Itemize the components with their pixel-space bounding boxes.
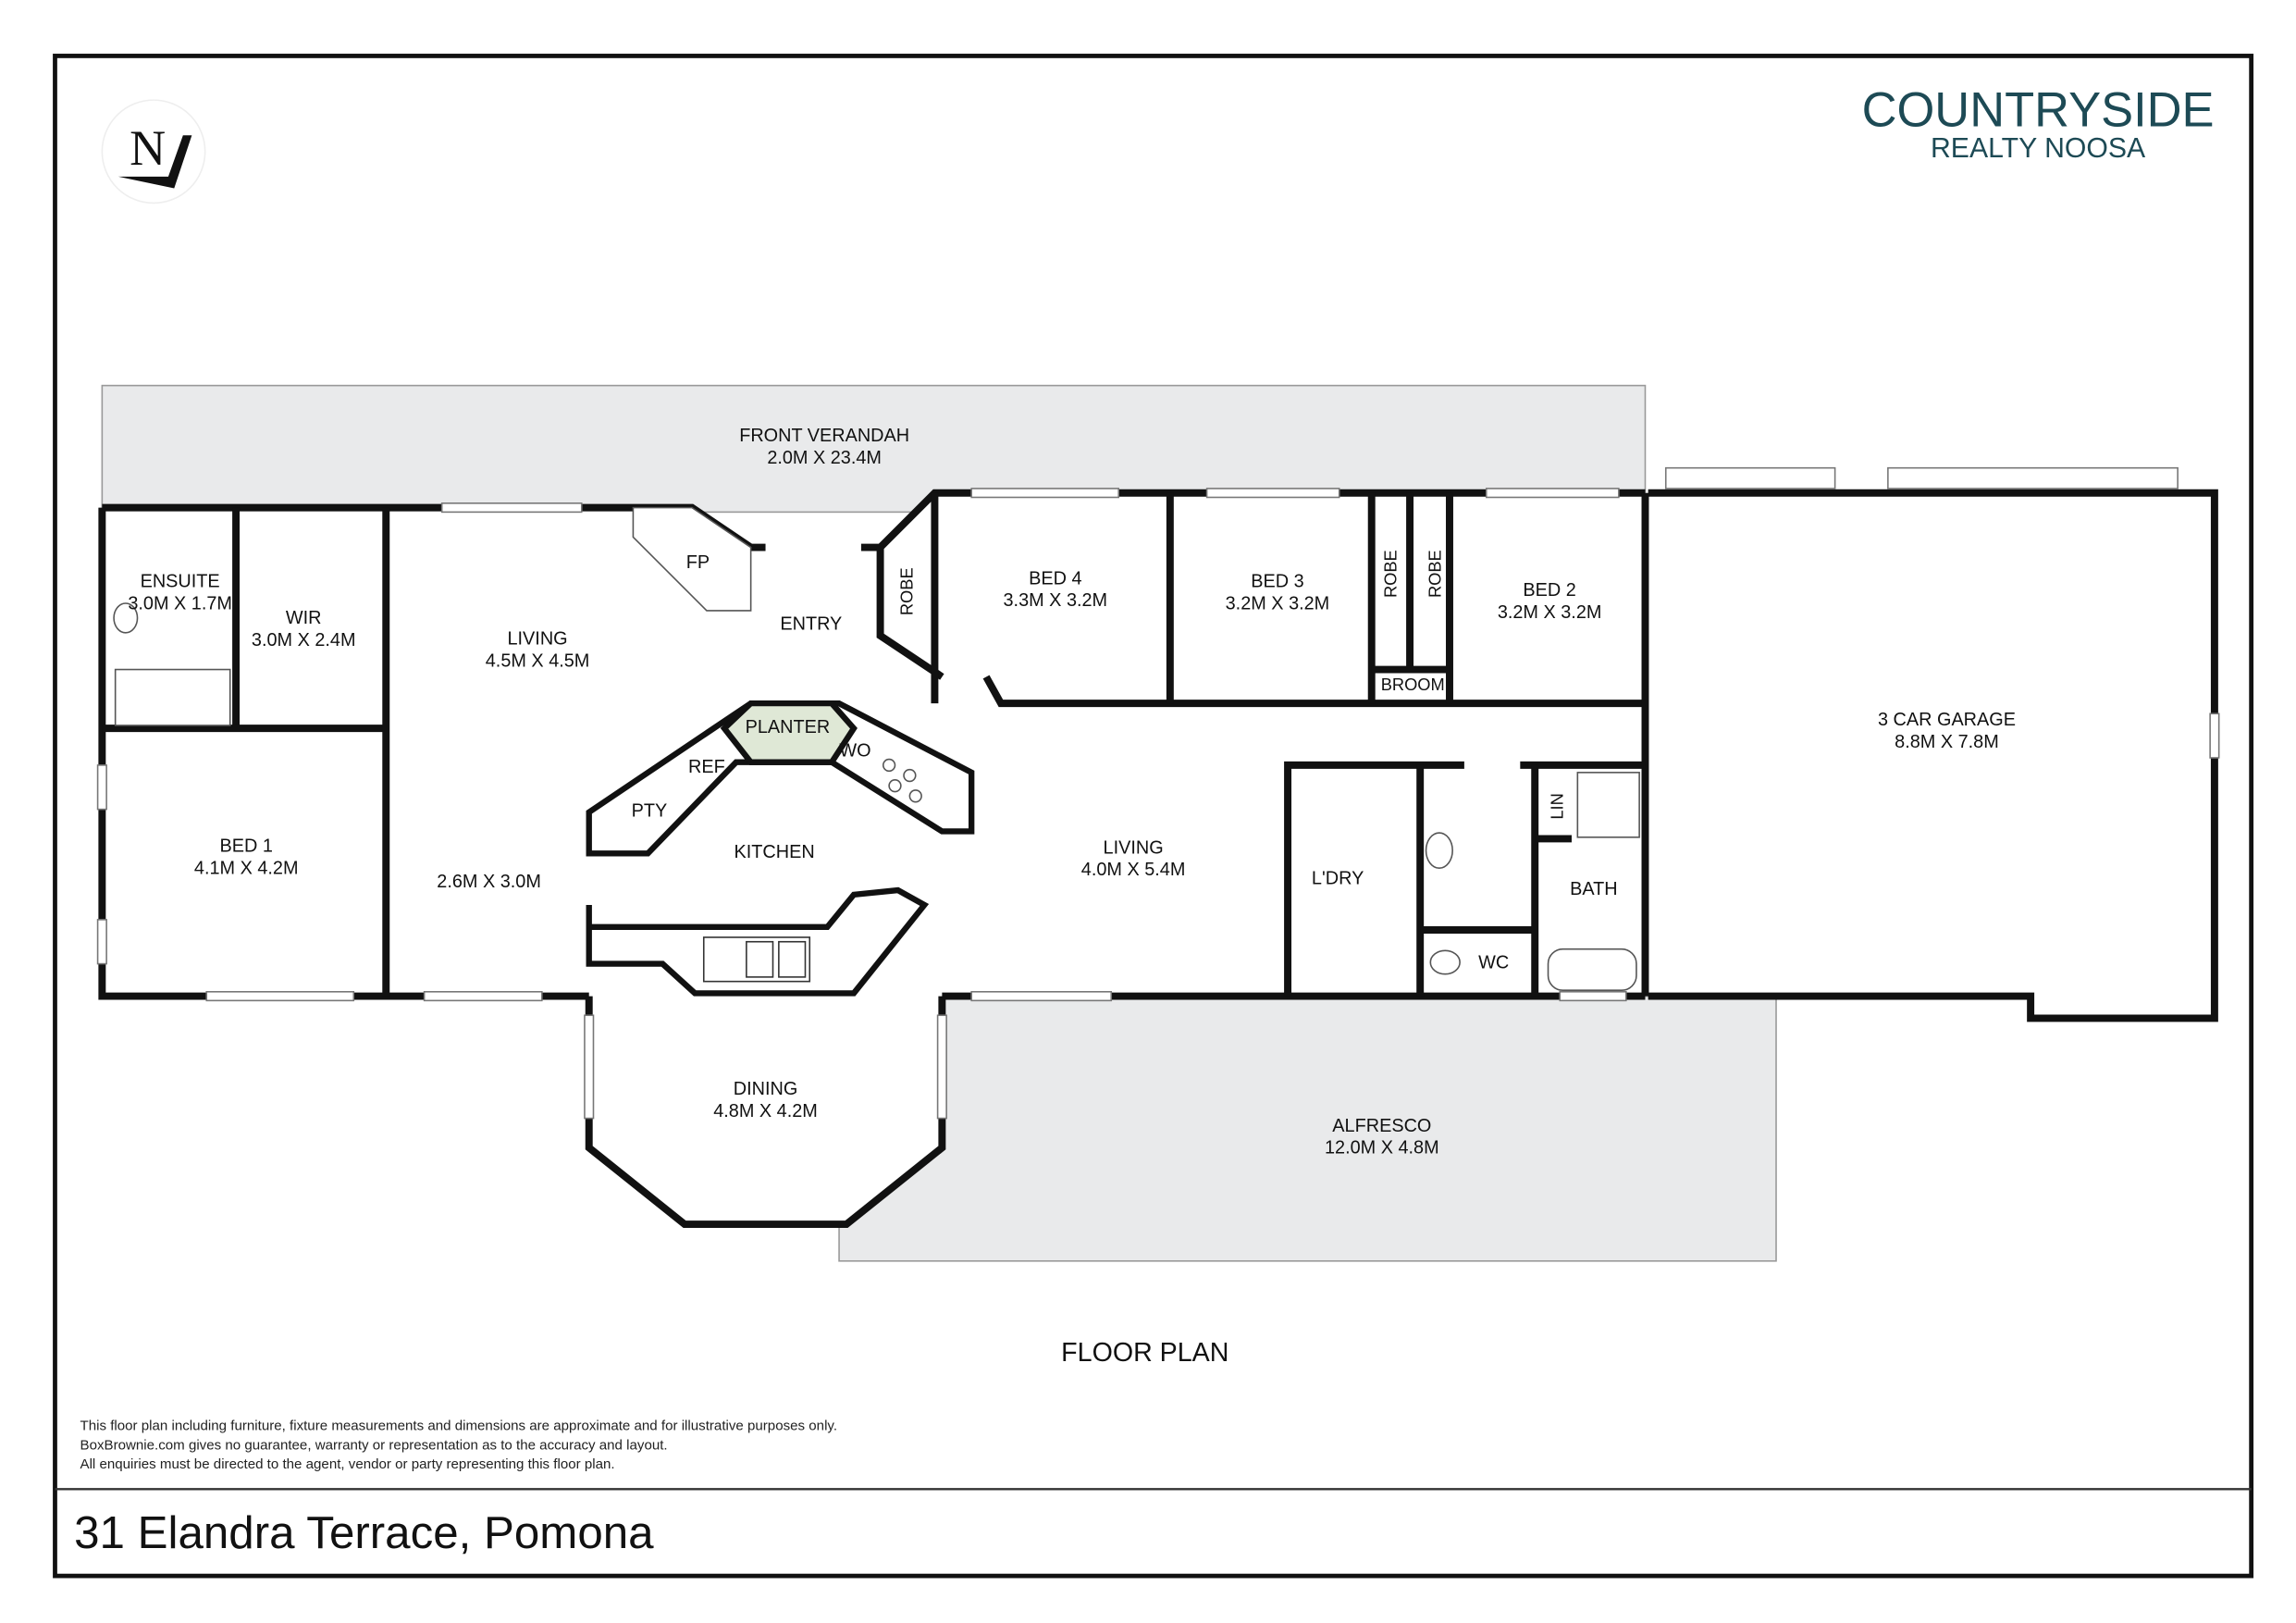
alfresco-size: 12.0M X 4.8M bbox=[1325, 1138, 1439, 1158]
ensuite-label: ENSUITE bbox=[141, 571, 220, 591]
entry-label: ENTRY bbox=[780, 614, 842, 635]
living2-label: LIVING bbox=[1104, 837, 1164, 858]
bath-label: BATH bbox=[1570, 879, 1618, 899]
verandah-label: FRONT VERANDAH bbox=[739, 426, 909, 446]
bed4-size: 3.3M X 3.2M bbox=[1004, 590, 1108, 611]
alfresco-label: ALFRESCO bbox=[1332, 1116, 1431, 1136]
ref-label: REF bbox=[688, 757, 725, 777]
brand-name: COUNTRYSIDE bbox=[1862, 84, 2215, 138]
north-compass-icon: N bbox=[101, 99, 206, 204]
robe-label: ROBE bbox=[1381, 550, 1401, 598]
linen-label: LIN bbox=[1547, 793, 1566, 819]
bed2-size: 3.2M X 3.2M bbox=[1498, 602, 1602, 623]
svg-text:BoxBrownie.com gives no guaran: BoxBrownie.com gives no guarantee, warra… bbox=[80, 1437, 668, 1453]
svg-text:N: N bbox=[130, 120, 166, 176]
bed1-size: 4.1M X 4.2M bbox=[194, 859, 299, 879]
room-labels: FRONT VERANDAH 2.0M X 23.4M ENSUITE 3.0M… bbox=[128, 426, 2016, 1158]
kitchen-label: KITCHEN bbox=[734, 842, 815, 862]
planter bbox=[720, 700, 858, 765]
wo-label: WO bbox=[839, 740, 870, 761]
dining-size: 4.8M X 4.2M bbox=[713, 1101, 818, 1121]
ensuite-size: 3.0M X 1.7M bbox=[128, 593, 232, 613]
alfresco-area bbox=[838, 995, 1777, 1262]
sheet-frame bbox=[53, 54, 2254, 1579]
plan-title: FLOOR PLAN bbox=[1061, 1338, 1228, 1368]
living-label: LIVING bbox=[508, 629, 568, 650]
windows bbox=[96, 466, 2220, 1120]
verandah-size: 2.0M X 23.4M bbox=[767, 448, 882, 468]
laundry-label: L'DRY bbox=[1312, 869, 1364, 889]
svg-text:All enquiries must be directed: All enquiries must be directed to the ag… bbox=[80, 1456, 615, 1472]
garage-size: 8.8M X 7.8M bbox=[1895, 732, 1999, 752]
fireplace-label: FP bbox=[686, 552, 710, 573]
living-size: 4.5M X 4.5M bbox=[486, 650, 590, 671]
svg-text:This floor plan including furn: This floor plan including furniture, fix… bbox=[80, 1419, 838, 1434]
property-address: 31 Elandra Terrace, Pomona bbox=[74, 1507, 654, 1558]
disclaimer: This floor plan including furniture, fix… bbox=[80, 1419, 838, 1472]
bed2-label: BED 2 bbox=[1523, 580, 1575, 601]
robe-label: ROBE bbox=[897, 567, 917, 615]
broom-label: BROOM bbox=[1381, 675, 1445, 694]
wir-label: WIR bbox=[286, 608, 322, 628]
wir-size: 3.0M X 2.4M bbox=[252, 630, 356, 650]
bed4-label: BED 4 bbox=[1029, 568, 1081, 588]
brand-subtitle: REALTY NOOSA bbox=[1931, 133, 2146, 164]
garage-label: 3 CAR GARAGE bbox=[1878, 710, 2016, 730]
planter-label: PLANTER bbox=[746, 717, 831, 737]
study-size: 2.6M X 3.0M bbox=[437, 872, 541, 892]
pantry-label: PTY bbox=[632, 801, 668, 822]
kitchen-joinery bbox=[113, 506, 1640, 997]
wc-label: WC bbox=[1478, 952, 1509, 973]
bed3-size: 3.2M X 3.2M bbox=[1226, 593, 1330, 613]
bed3-label: BED 3 bbox=[1251, 571, 1303, 591]
robe-label: ROBE bbox=[1425, 550, 1444, 598]
dining-label: DINING bbox=[734, 1079, 798, 1099]
bed1-label: BED 1 bbox=[219, 836, 272, 857]
house-interior bbox=[102, 492, 2215, 1225]
living2-size: 4.0M X 5.4M bbox=[1081, 860, 1186, 880]
